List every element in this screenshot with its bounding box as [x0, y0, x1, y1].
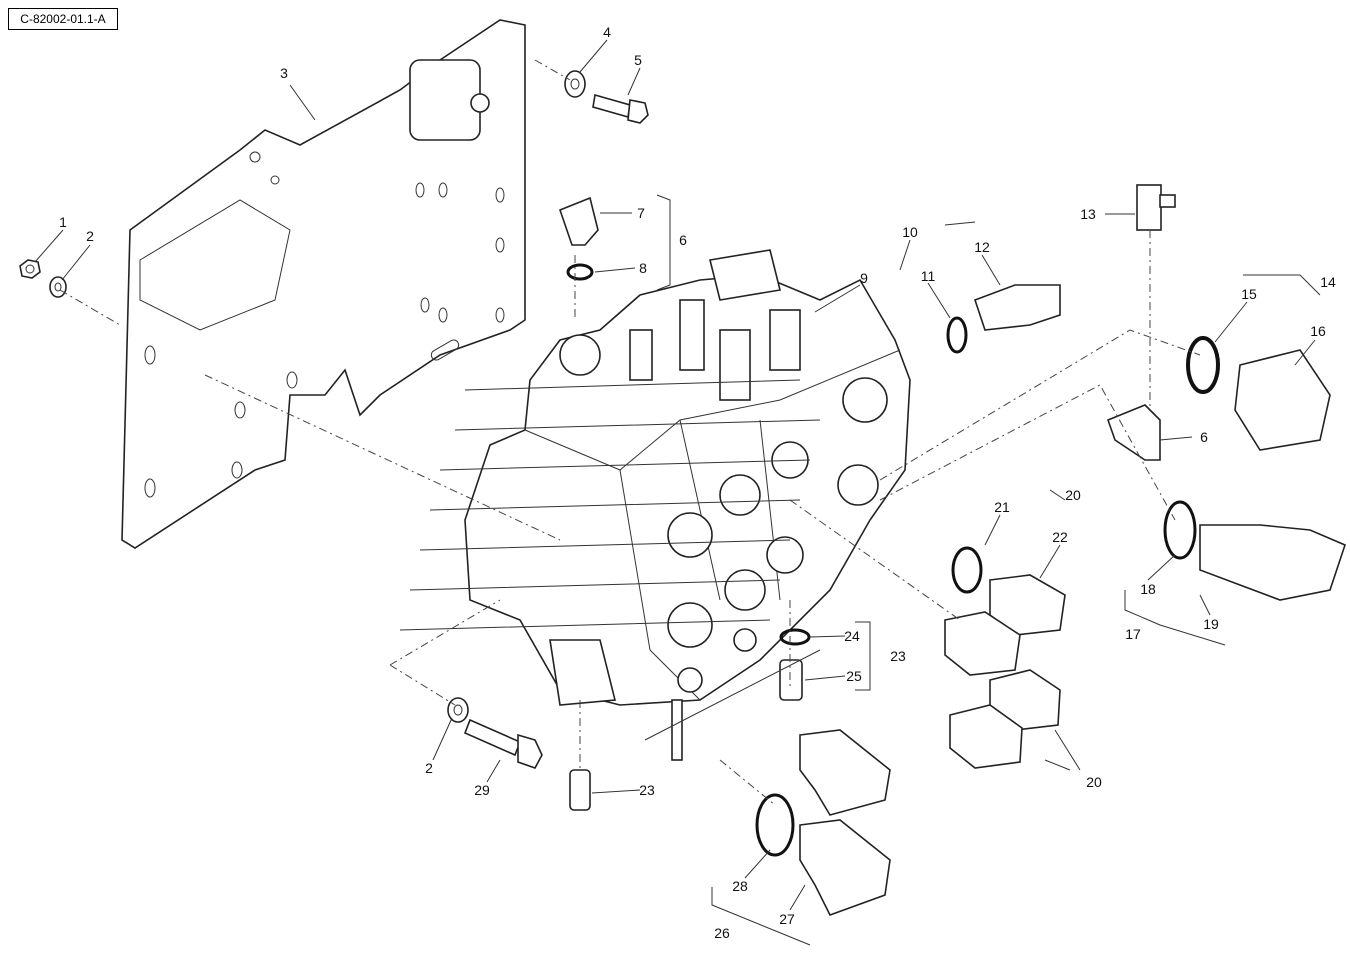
callout-25: 25: [846, 668, 862, 684]
straight-fitting: [779, 659, 803, 701]
callout-23: 23: [890, 648, 906, 664]
callout-1: 1: [59, 214, 67, 230]
callout-12: 12: [974, 239, 990, 255]
o-ring: [779, 628, 811, 646]
callout-19: 19: [1203, 616, 1219, 632]
callout-23: 23: [639, 782, 655, 798]
callout-7: 7: [637, 205, 645, 221]
callout-labels: 1 2 3 4 5 7 6 8 9 10 11 12 13 14 15 16 6…: [59, 24, 1336, 941]
control-valve-block: [464, 249, 911, 761]
callout-6: 6: [1200, 429, 1208, 445]
o-ring: [946, 316, 968, 354]
elbow-fitting: [799, 819, 891, 916]
callout-14: 14: [1320, 274, 1336, 290]
nut: [19, 259, 41, 279]
callout-4: 4: [603, 24, 611, 40]
callout-29: 29: [474, 782, 490, 798]
callout-18: 18: [1140, 581, 1156, 597]
callout-13: 13: [1080, 206, 1096, 222]
assembly-centerlines: [59, 59, 1201, 806]
callout-3: 3: [280, 65, 288, 81]
o-ring: [566, 263, 594, 281]
washer: [447, 697, 469, 723]
elbow-fitting: [973, 284, 1061, 331]
callout-26: 26: [714, 925, 730, 941]
callout-9: 9: [860, 270, 868, 286]
callout-15: 15: [1241, 286, 1257, 302]
straight-fitting: [569, 769, 591, 811]
washer: [49, 276, 67, 298]
straight-fitting: [944, 611, 1021, 676]
washer: [564, 70, 586, 98]
diagram-reference-code: C-82002-01.1-A: [8, 8, 118, 30]
o-ring: [1186, 336, 1220, 394]
tee-fitting: [1136, 184, 1176, 231]
callout-27: 27: [779, 911, 795, 927]
callout-21: 21: [994, 499, 1010, 515]
callout-20: 20: [1086, 774, 1102, 790]
bolt: [463, 718, 543, 769]
callout-10: 10: [902, 224, 918, 240]
straight-fitting: [1234, 349, 1331, 451]
callout-17: 17: [1125, 626, 1141, 642]
bolt: [592, 93, 649, 124]
callout-22: 22: [1052, 529, 1068, 545]
elbow-fitting: [799, 729, 891, 816]
callout-28: 28: [732, 878, 748, 894]
callout-20: 20: [1065, 487, 1081, 503]
o-ring: [951, 546, 983, 594]
callout-11: 11: [921, 268, 936, 284]
callout-8: 8: [639, 260, 647, 276]
elbow-fitting: [1199, 524, 1346, 601]
callout-24: 24: [844, 628, 860, 644]
elbow-fitting: [1106, 404, 1161, 461]
o-ring: [755, 793, 795, 857]
callout-2: 2: [425, 760, 433, 776]
elbow-fitting: [558, 196, 599, 246]
callout-5: 5: [634, 52, 642, 68]
callout-2: 2: [86, 228, 94, 244]
callout-6: 6: [679, 232, 687, 248]
straight-fitting: [949, 704, 1023, 769]
callout-16: 16: [1310, 323, 1326, 339]
o-ring: [1163, 500, 1197, 560]
mounting-plate: [121, 19, 526, 549]
callout-leaders: [34, 39, 1321, 946]
